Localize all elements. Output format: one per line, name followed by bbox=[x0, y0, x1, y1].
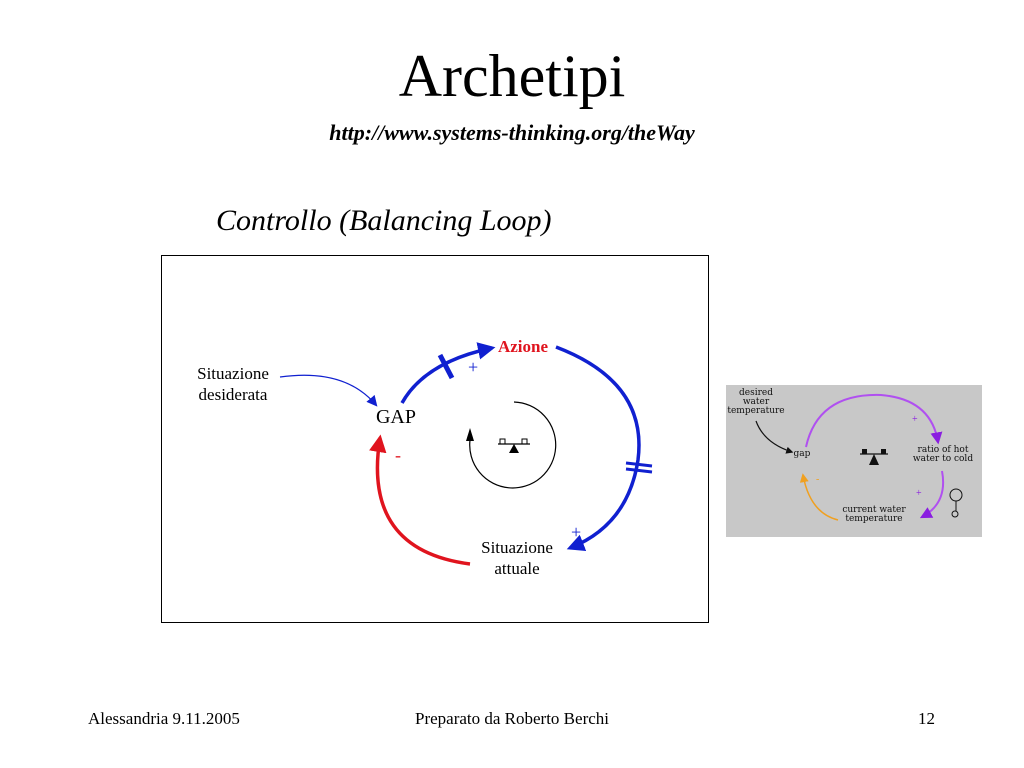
gap-label: GAP bbox=[375, 406, 416, 428]
delay-mark-right-1 bbox=[625, 461, 653, 468]
balance-icon bbox=[498, 438, 530, 453]
plus-sign-action: + bbox=[468, 357, 479, 377]
thumb-desired-label: desired water temperature bbox=[727, 388, 785, 416]
footer-author: Preparato da Roberto Berchi bbox=[414, 709, 609, 728]
desired-situation-label: Situazione desiderata bbox=[197, 364, 269, 404]
delay-mark-top bbox=[437, 353, 455, 380]
thumb-minus-left: - bbox=[816, 474, 820, 485]
source-url: http://www.systems-thinking.org/theWay bbox=[329, 120, 695, 145]
thumb-balance-icon bbox=[860, 449, 888, 465]
minus-sign-gap: - bbox=[395, 445, 401, 465]
slide-title: Archetipi bbox=[398, 43, 626, 109]
delay-mark-right-2 bbox=[625, 467, 653, 474]
page-number: 12 bbox=[918, 709, 935, 728]
loop-direction-icon bbox=[469, 401, 557, 489]
reference-thumbnail: desired water temperature gap ratio of h… bbox=[726, 385, 982, 537]
thumb-ratio-label: ratio of hot water to cold bbox=[912, 445, 974, 464]
thumb-gap-to-ratio bbox=[805, 393, 943, 448]
diagram-frame bbox=[161, 255, 709, 623]
thumb-current-to-gap bbox=[799, 473, 839, 521]
thumb-thermometer-icon bbox=[949, 488, 963, 518]
gap-to-action-arrow bbox=[400, 342, 496, 404]
desired-to-gap-arrow bbox=[279, 374, 378, 407]
action-label: Azione bbox=[497, 337, 549, 356]
balancing-loop-diagram bbox=[279, 342, 653, 566]
thumb-desired-to-gap bbox=[755, 420, 794, 454]
actual-situation-label: Situazione attuale bbox=[481, 538, 553, 578]
action-to-actual-arrow bbox=[555, 345, 641, 551]
footer-date: Alessandria 9.11.2005 bbox=[88, 709, 240, 728]
thumb-plus-top: + bbox=[912, 414, 918, 425]
thumb-plus-right: + bbox=[916, 488, 922, 499]
thumb-current-label: current water temperature bbox=[842, 505, 906, 524]
plus-sign-actual: + bbox=[571, 522, 582, 542]
thumb-ratio-to-current bbox=[919, 470, 944, 519]
thumb-gap-label: gap bbox=[793, 449, 811, 459]
actual-to-gap-arrow bbox=[369, 434, 471, 566]
diagram-subtitle: Controllo (Balancing Loop) bbox=[216, 204, 552, 237]
